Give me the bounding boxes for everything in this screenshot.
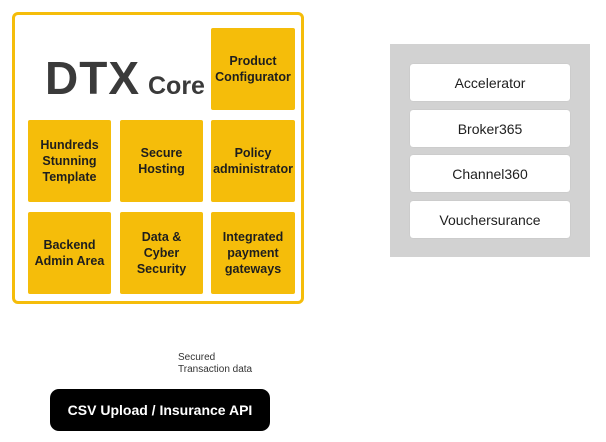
product-channel360: Channel360 [410,155,570,192]
tile-hundreds-stunning-template: Hundreds Stunning Template [28,120,111,202]
core-title: DTX Core [45,55,205,101]
tile-backend-admin-area: Backend Admin Area [28,212,111,294]
dtx-core-panel: DTX Core Product Configurator Hundreds St… [12,12,304,304]
core-title-main: DTX [45,52,140,104]
secured-transaction-label: Secured Transaction data [178,352,252,376]
tile-data-cyber-security: Data & Cyber Security [120,212,203,294]
product-accelerator: Accelerator [410,64,570,101]
tile-secure-hosting: Secure Hosting [120,120,203,202]
csv-upload-insurance-api-button[interactable]: CSV Upload / Insurance API [50,389,270,431]
product-vouchersurance: Vouchersurance [410,201,570,238]
secured-transaction-label-line1: Secured [178,352,216,363]
secured-transaction-label-line2: Transaction data [178,364,253,375]
core-title-sub: Core [148,72,205,100]
product-broker365: Broker365 [410,110,570,147]
products-panel: Accelerator Broker365 Channel360 Voucher… [390,44,590,257]
tile-product-configurator: Product Configurator [211,28,295,110]
tile-integrated-payment-gateways: Integrated payment gateways [211,212,295,294]
tile-policy-administrator: Policy administrator [211,120,295,202]
